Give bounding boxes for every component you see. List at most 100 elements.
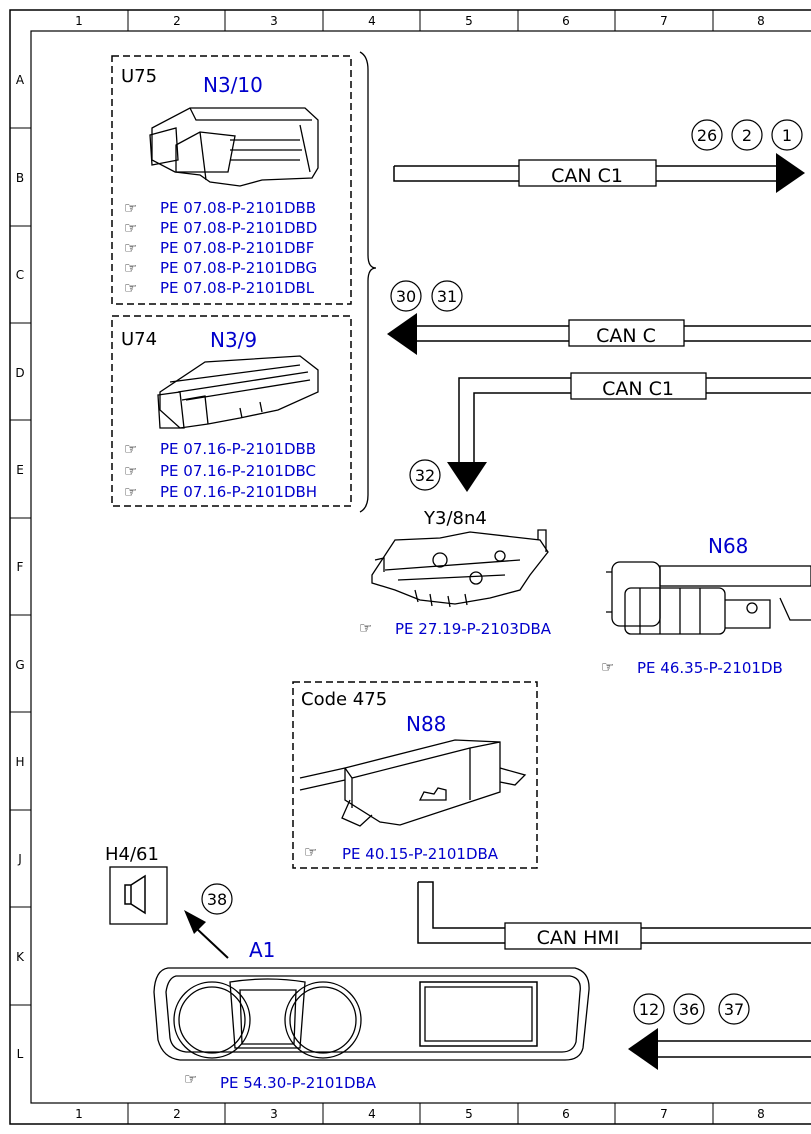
transmission-control-unit-illustration <box>371 529 549 608</box>
row-label: H <box>15 755 24 769</box>
a1-ref-link[interactable]: PE 54.30-P-2101DBA <box>220 1074 377 1092</box>
u75-dashed-box <box>111 55 352 305</box>
col-label-top: 5 <box>465 14 473 28</box>
marker-number: 1 <box>782 126 792 145</box>
u75-ref-link[interactable]: PE 07.08-P-2101DBL <box>160 279 315 297</box>
engine-ecu-n3-9-illustration <box>157 355 319 429</box>
u75-ref-link[interactable]: PE 07.08-P-2101DBF <box>160 239 314 257</box>
bus-label-box <box>518 159 657 187</box>
row-label: G <box>15 658 24 672</box>
arrow-left-icon <box>387 313 417 355</box>
bus-label-can-c1-mid: CAN C1 <box>602 378 674 400</box>
pointing-hand-icon: ☞ <box>304 843 317 861</box>
col-label-bottom: 5 <box>465 1107 473 1121</box>
marker-number: 2 <box>742 126 752 145</box>
u75-ref-link[interactable]: PE 07.08-P-2101DBG <box>160 259 317 277</box>
n88-code-label: Code 475 <box>301 689 387 710</box>
row-label: F <box>17 560 24 574</box>
tire-pressure-control-unit-illustration <box>299 739 527 827</box>
bus-label-box <box>570 372 707 400</box>
marker-number: 32 <box>415 466 435 485</box>
row-label: K <box>16 950 25 964</box>
u74-ref-link[interactable]: PE 07.16-P-2101DBH <box>160 483 317 501</box>
arrow-down-icon <box>447 462 487 492</box>
col-label-bottom: 6 <box>562 1107 570 1121</box>
marker-number: 30 <box>396 287 416 306</box>
n88-component-id: N88 <box>406 712 446 736</box>
a1-component-id: A1 <box>249 938 275 962</box>
pointing-hand-icon: ☞ <box>184 1070 197 1088</box>
marker-number: 12 <box>639 1000 659 1019</box>
arrow-right-icon <box>776 153 805 193</box>
col-label-bottom: 1 <box>75 1107 83 1121</box>
engine-ecu-n3-10-illustration <box>149 107 319 187</box>
arrow-line <box>195 927 229 959</box>
col-label-top: 6 <box>562 14 570 28</box>
marker-number: 38 <box>207 890 227 909</box>
col-label-top: 1 <box>75 14 83 28</box>
marker-number: 26 <box>697 126 717 145</box>
bus-label-can-c1-top: CAN C1 <box>551 165 623 187</box>
pointing-hand-icon: ☞ <box>124 239 137 257</box>
bus-label-box <box>568 319 685 347</box>
col-label-bottom: 8 <box>757 1107 765 1121</box>
outer-frame <box>9 9 811 1125</box>
pointing-hand-icon: ☞ <box>359 619 372 637</box>
pointing-hand-icon: ☞ <box>124 259 137 277</box>
u74-dashed-box <box>111 315 352 507</box>
u75-reference-list: ☞ PE 07.08-P-2101DBB ☞ PE 07.08-P-2101DB… <box>124 199 317 297</box>
grid-row-ticks <box>10 127 31 1006</box>
u75-label: U75 <box>121 66 157 87</box>
u74-component-id: N3/9 <box>210 328 257 352</box>
row-label: A <box>16 73 25 87</box>
grid-column-ticks <box>127 10 714 1124</box>
pointing-hand-icon: ☞ <box>601 658 614 676</box>
bus-label-can-hmi: CAN HMI <box>537 927 620 949</box>
marker-group-top-right: 26 2 1 <box>691 119 803 151</box>
u75-ref-link[interactable]: PE 07.08-P-2101DBD <box>160 219 317 237</box>
marker-circle <box>201 883 233 915</box>
bus-label-can-c: CAN C <box>596 325 656 347</box>
marker-number: 31 <box>437 287 457 306</box>
u74-ref-link[interactable]: PE 07.16-P-2101DBC <box>160 462 316 480</box>
marker-number: 36 <box>679 1000 699 1019</box>
arrow-up-left-icon <box>184 910 206 934</box>
col-label-top: 7 <box>660 14 668 28</box>
col-label-bottom: 4 <box>368 1107 376 1121</box>
col-label-bottom: 7 <box>660 1107 668 1121</box>
marker-circle <box>409 459 441 491</box>
n68-component-id: N68 <box>708 534 748 558</box>
grid-row-labels: A B C D E F G H J K L <box>15 73 25 1061</box>
marker-group-can-c: 30 31 <box>390 280 463 312</box>
col-label-top: 4 <box>368 14 376 28</box>
u75-ref-link[interactable]: PE 07.08-P-2101DBB <box>160 199 316 217</box>
row-label: J <box>17 852 22 866</box>
pointing-hand-icon: ☞ <box>124 440 137 458</box>
grouping-brace <box>359 51 377 513</box>
bottom-bus-line <box>655 1040 811 1058</box>
grid-column-labels: 1 2 3 4 5 6 7 8 1 2 3 4 5 6 7 8 <box>75 14 765 1121</box>
col-label-bottom: 3 <box>270 1107 278 1121</box>
y3-label: Y3/8n4 <box>423 508 487 529</box>
inner-frame <box>30 30 811 1104</box>
y3-ref-link[interactable]: PE 27.19-P-2103DBA <box>395 620 552 638</box>
pointing-hand-icon: ☞ <box>124 199 137 217</box>
row-label: B <box>16 171 24 185</box>
bus-label-box <box>504 922 642 950</box>
h4-label: H4/61 <box>105 844 159 865</box>
n68-ref-link[interactable]: PE 46.35-P-2101DB <box>637 659 783 677</box>
col-label-top: 3 <box>270 14 278 28</box>
u74-ref-link[interactable]: PE 07.16-P-2101DBB <box>160 440 316 458</box>
row-label: L <box>17 1047 24 1061</box>
marker-group-bottom: 12 36 37 <box>633 993 750 1025</box>
col-label-top: 2 <box>173 14 181 28</box>
marker-number: 37 <box>724 1000 744 1019</box>
row-label: C <box>16 268 24 282</box>
n88-dashed-box <box>292 681 538 869</box>
u75-component-id: N3/10 <box>203 73 263 97</box>
steering-gear-illustration <box>606 561 811 635</box>
n88-ref-link[interactable]: PE 40.15-P-2101DBA <box>342 845 499 863</box>
pointing-hand-icon: ☞ <box>124 462 137 480</box>
speaker-icon <box>124 874 146 915</box>
u74-reference-list: ☞ PE 07.16-P-2101DBB ☞ PE 07.16-P-2101DB… <box>124 440 317 501</box>
